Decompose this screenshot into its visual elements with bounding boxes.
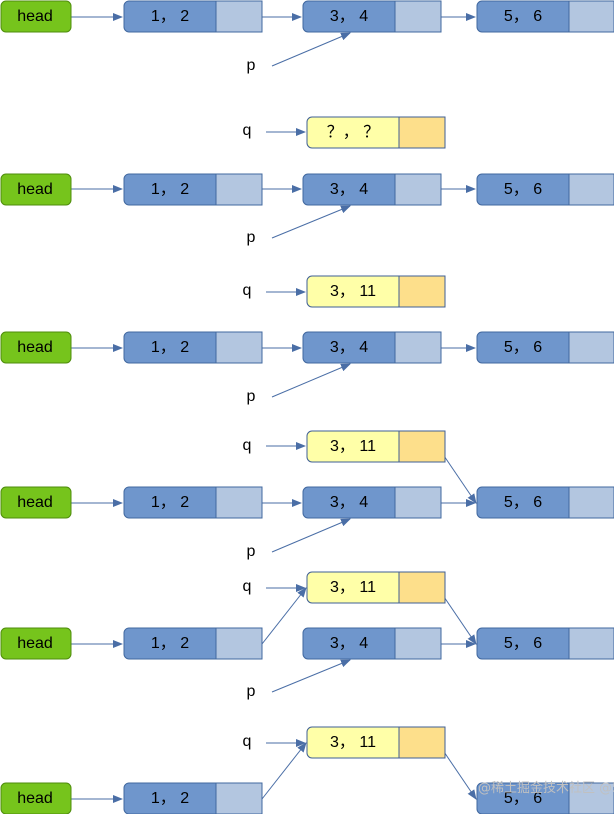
q-label: q bbox=[243, 282, 252, 299]
p-arrow bbox=[271, 518, 351, 553]
node-next-field bbox=[568, 173, 614, 206]
q-label: q bbox=[243, 733, 252, 750]
node-next-field bbox=[215, 0, 263, 33]
head-label: head bbox=[17, 181, 53, 198]
node-value: 1， 2 bbox=[151, 635, 189, 652]
node-value: 1， 2 bbox=[151, 494, 189, 511]
node-value: 5， 6 bbox=[504, 790, 542, 807]
p-label: p bbox=[247, 388, 256, 405]
node-value: 3， 11 bbox=[330, 734, 376, 751]
watermark: @稀土掘金技术社区 @51CTO博客 bbox=[478, 780, 614, 796]
node1-to-q-arrow bbox=[261, 587, 307, 645]
node-value: 3， 4 bbox=[330, 494, 368, 511]
node-next-field bbox=[394, 331, 442, 364]
q-label: q bbox=[243, 578, 252, 595]
node-next-field bbox=[394, 173, 442, 206]
node-next-field bbox=[394, 486, 442, 519]
node1-to-q-arrow bbox=[261, 742, 307, 800]
node-next-field bbox=[398, 275, 446, 308]
node-next-field bbox=[568, 782, 614, 814]
node-value: 5， 6 bbox=[504, 635, 542, 652]
head-label: head bbox=[17, 494, 53, 511]
node-value: 1， 2 bbox=[151, 181, 189, 198]
node-next-field bbox=[215, 173, 263, 206]
p-label: p bbox=[247, 57, 256, 74]
node-value: 3， 4 bbox=[330, 339, 368, 356]
node-next-field bbox=[215, 782, 263, 814]
node-next-field bbox=[394, 0, 442, 33]
node-next-field bbox=[215, 331, 263, 364]
node-next-field bbox=[568, 331, 614, 364]
node-value: 3， 4 bbox=[330, 635, 368, 652]
q-label: q bbox=[243, 122, 252, 139]
p-label: p bbox=[247, 229, 256, 246]
head-box bbox=[0, 782, 72, 814]
head-label: head bbox=[17, 635, 53, 652]
head-box bbox=[0, 331, 72, 364]
head-box bbox=[0, 0, 72, 33]
node-value: 3， 4 bbox=[330, 181, 368, 198]
node-value: 1， 2 bbox=[151, 8, 189, 25]
node-value: 5， 6 bbox=[504, 494, 542, 511]
node-next-field bbox=[215, 627, 263, 660]
node-value: 5， 6 bbox=[504, 339, 542, 356]
p-label: p bbox=[247, 543, 256, 560]
head-label: head bbox=[17, 790, 53, 807]
node-next-field bbox=[398, 726, 446, 759]
node-next-field bbox=[398, 571, 446, 604]
head-box bbox=[0, 486, 72, 519]
head-box bbox=[0, 627, 72, 660]
node-value: 3， 11 bbox=[330, 283, 376, 300]
node-next-field bbox=[568, 486, 614, 519]
node-value: 5， 6 bbox=[504, 181, 542, 198]
node-value: 5， 6 bbox=[504, 8, 542, 25]
p-arrow bbox=[271, 363, 351, 398]
p-label: p bbox=[247, 683, 256, 700]
node-value: ？， ？ bbox=[327, 124, 379, 141]
node-next-field bbox=[568, 627, 614, 660]
node-value: 1， 2 bbox=[151, 339, 189, 356]
node-value: 1， 2 bbox=[151, 790, 189, 807]
node-value: 3， 4 bbox=[330, 8, 368, 25]
node-next-field bbox=[215, 486, 263, 519]
node-next-field bbox=[398, 430, 446, 463]
p-arrow bbox=[271, 32, 351, 67]
node-next-field bbox=[568, 0, 614, 33]
head-box bbox=[0, 173, 72, 206]
p-arrow bbox=[271, 659, 351, 693]
node-value: 3， 11 bbox=[330, 438, 376, 455]
head-label: head bbox=[17, 8, 53, 25]
node-next-field bbox=[394, 627, 442, 660]
q-label: q bbox=[243, 437, 252, 454]
head-label: head bbox=[17, 339, 53, 356]
node-value: 3， 11 bbox=[330, 579, 376, 596]
node-next-field bbox=[398, 116, 446, 149]
p-arrow bbox=[271, 205, 351, 239]
